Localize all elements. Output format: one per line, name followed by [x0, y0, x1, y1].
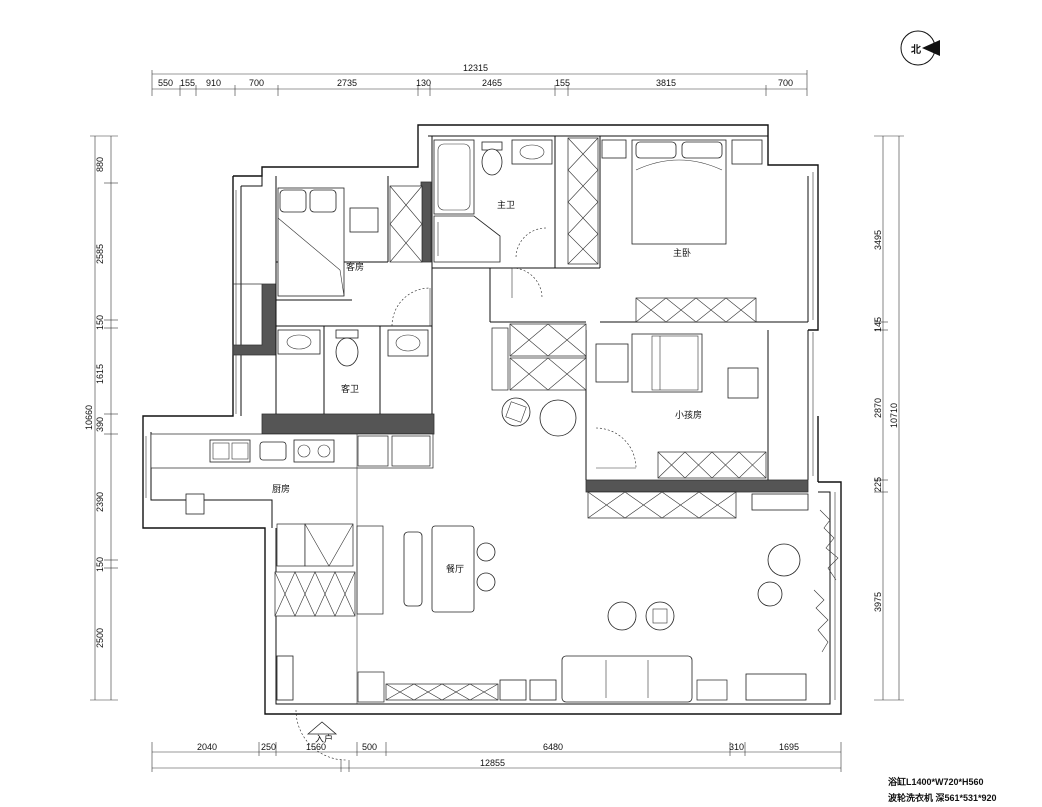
left-dim-1: 2585: [95, 244, 105, 264]
top-dim-2: 910: [206, 78, 221, 88]
top-dim-1: 155: [180, 78, 195, 88]
master-toilet: [481, 141, 503, 176]
room-label-master-bath: 主卫: [497, 199, 515, 210]
master-wardrobe-left: [567, 137, 599, 265]
left-dim-0: 880: [95, 157, 105, 172]
top-dim-8: 3815: [656, 78, 676, 88]
right-dim-2: 2870: [873, 398, 883, 418]
top-dim-0: 550: [158, 78, 173, 88]
north-label: 北: [911, 43, 921, 56]
top-dim-5: 130: [416, 78, 431, 88]
right-dim-4: 3975: [873, 592, 883, 612]
structural-columns: [232, 181, 809, 493]
bottom-dim-3: 500: [362, 742, 377, 752]
bottom-total-dim: 12855: [480, 758, 505, 768]
north-arrow-icon: 北: [900, 30, 940, 66]
living-plants: [813, 509, 839, 653]
left-dim-7: 2500: [95, 628, 105, 648]
top-dim-4: 2735: [337, 78, 357, 88]
left-dim-3: 1615: [95, 364, 105, 384]
master-bathtub: [433, 139, 475, 215]
interior-walls: [275, 136, 808, 480]
right-dimension-lines: [874, 135, 904, 701]
kids-bed: [595, 333, 759, 399]
room-label-dining: 餐厅: [446, 563, 464, 574]
outer-walls: [142, 124, 842, 715]
room-label-kitchen: 厨房: [272, 483, 290, 494]
room-label-guest-bedroom: 客房: [346, 261, 364, 272]
hall-cabinets: [491, 323, 587, 391]
top-dim-6: 2465: [482, 78, 502, 88]
guest-bed: [277, 187, 379, 297]
living-tea-tables: [607, 601, 675, 631]
living-lounge-chairs: [757, 543, 801, 607]
bottom-dim-5: 310: [729, 742, 744, 752]
washer-note: 波轮洗衣机 深561*531*920: [888, 793, 997, 803]
top-dimension-lines: [151, 70, 808, 96]
guest-bath-fixtures: [277, 329, 429, 367]
kitchen-counter: [150, 433, 434, 515]
doors: [295, 227, 637, 761]
bottom-dim-0: 2040: [197, 742, 217, 752]
left-dim-2: 150: [95, 315, 105, 330]
right-dim-0: 3495: [873, 230, 883, 250]
room-label-kids-room: 小孩房: [675, 409, 702, 420]
bottom-dimension-lines: [151, 742, 842, 772]
guest-wardrobe: [389, 185, 423, 263]
entry-arrow-icon: [306, 721, 338, 735]
kitchen-tall-cabinets: [274, 434, 384, 704]
hall-seating: [501, 397, 577, 437]
dining-table: [403, 525, 496, 613]
left-total-dim: 10660: [84, 405, 94, 430]
left-dim-5: 2390: [95, 492, 105, 512]
top-dim-3: 700: [249, 78, 264, 88]
left-dim-6: 150: [95, 557, 105, 572]
bottom-dim-4: 6480: [543, 742, 563, 752]
living-top-cabinet: [587, 491, 809, 519]
left-dimension-lines: [90, 135, 118, 701]
bathtub-note: 浴缸L1400*W720*H560: [888, 777, 984, 787]
room-label-master-bedroom: 主卧: [673, 247, 691, 258]
kids-wardrobe: [657, 451, 767, 479]
room-label-entry: 入户: [315, 733, 333, 744]
bottom-dim-1: 250: [261, 742, 276, 752]
room-label-guest-bath: 客卫: [341, 383, 359, 394]
right-total-dim: 10710: [889, 403, 899, 428]
top-dim-7: 155: [555, 78, 570, 88]
master-bed: [601, 139, 763, 245]
top-total-dim: 12315: [463, 63, 488, 73]
top-dim-9: 700: [778, 78, 793, 88]
master-shower-vanity: [433, 215, 501, 263]
living-tv-wall: [357, 671, 807, 703]
left-dim-4: 390: [95, 417, 105, 432]
bottom-dim-6: 1695: [779, 742, 799, 752]
right-dim-1: 145: [873, 317, 883, 332]
right-dim-3: 225: [873, 477, 883, 492]
master-sink: [511, 139, 553, 165]
bottom-dim-2: 1560: [306, 742, 326, 752]
master-tv-cabinet: [635, 297, 757, 323]
living-sofa: [561, 655, 693, 703]
